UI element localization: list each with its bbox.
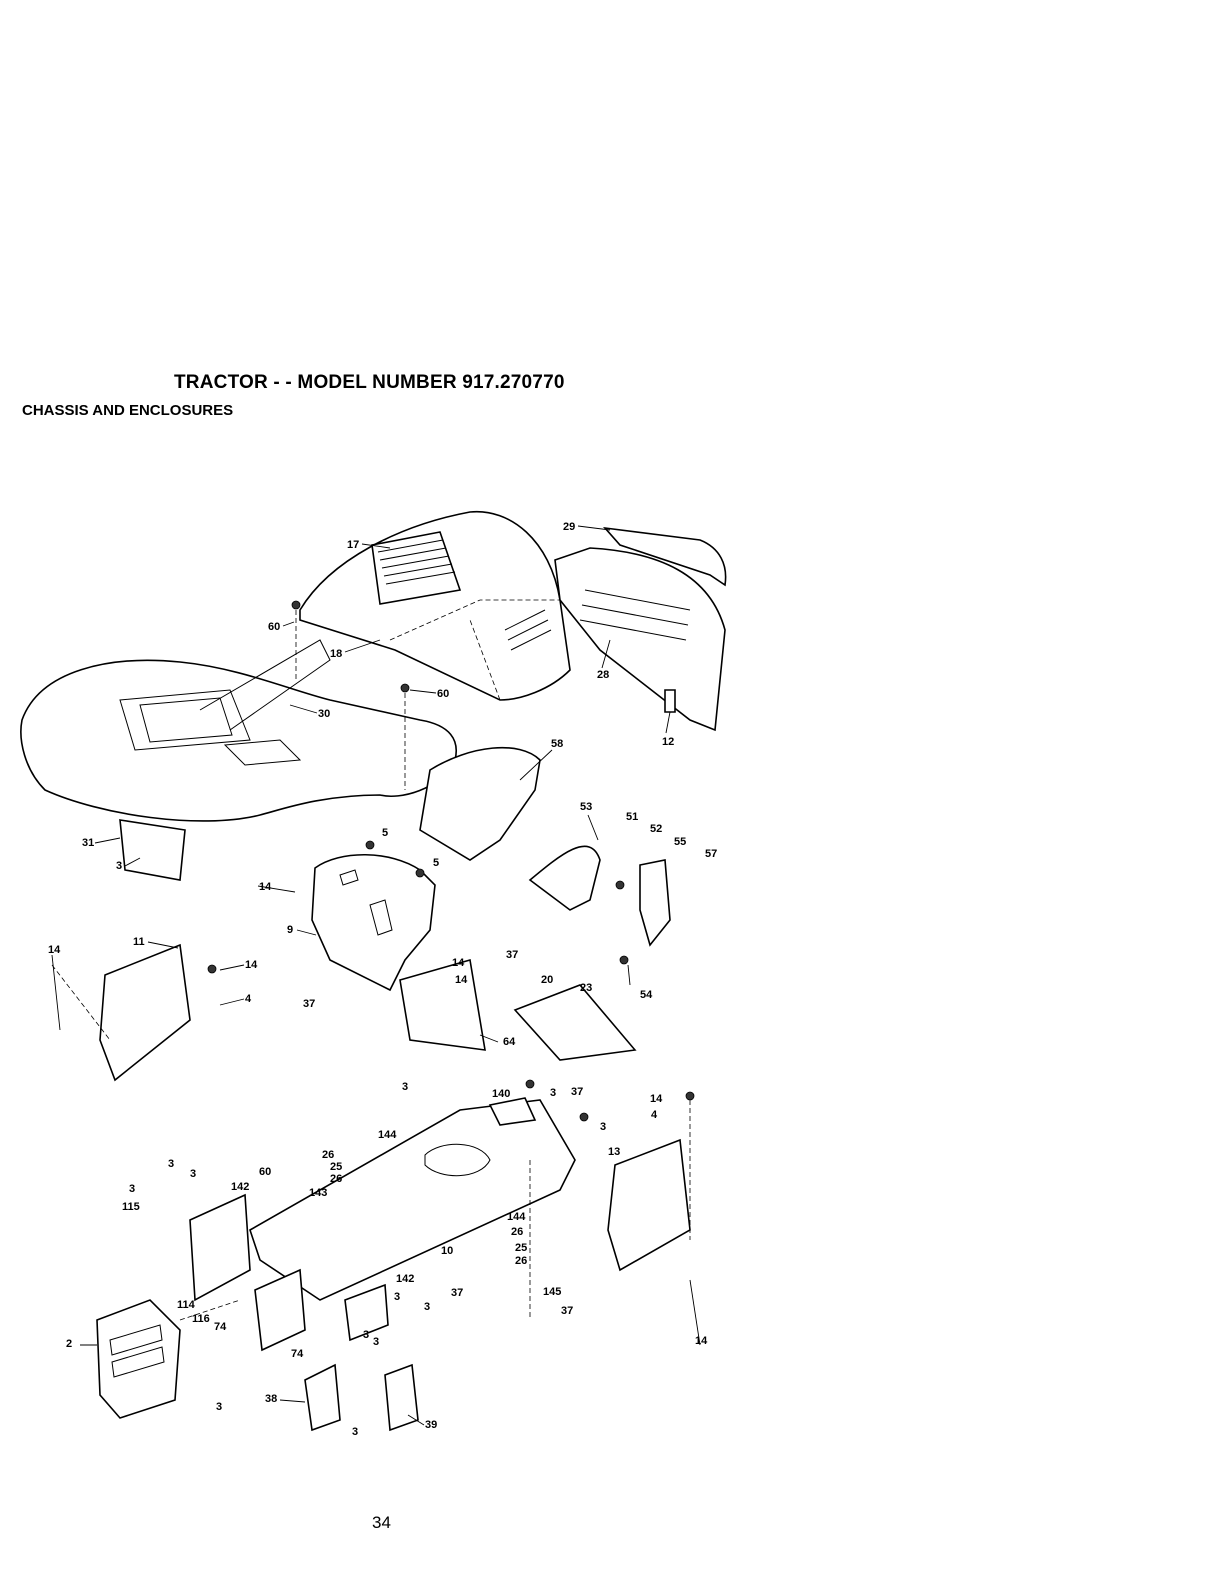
callout-label: 14 — [48, 944, 61, 956]
callout-label: 3 — [373, 1336, 379, 1348]
callout-label: 37 — [303, 998, 315, 1010]
callout-label: 17 — [347, 539, 359, 551]
callout-label: 145 — [543, 1286, 561, 1298]
callout-label: 143 — [309, 1187, 327, 1199]
callout-label: 5 — [433, 857, 439, 869]
bottom-brackets — [305, 1365, 418, 1430]
callout-label: 3 — [363, 1329, 369, 1341]
callout-label: 53 — [580, 801, 592, 813]
side-panel-left — [100, 945, 190, 1080]
callout-label: 3 — [168, 1158, 174, 1170]
callout-label: 26 — [515, 1255, 527, 1267]
callout-label: 37 — [571, 1086, 583, 1098]
callout-label: 51 — [626, 811, 638, 823]
callout-label: 18 — [330, 648, 342, 660]
callout-label: 4 — [245, 993, 252, 1005]
callout-label: 3 — [550, 1087, 556, 1099]
callout-label: 2 — [66, 1338, 72, 1350]
callout-label: 144 — [507, 1211, 526, 1223]
callout-label: 10 — [441, 1245, 453, 1257]
callout-label: 142 — [231, 1181, 249, 1193]
callout-label: 26 — [511, 1226, 523, 1238]
callout-label: 3 — [129, 1183, 135, 1195]
callout-label: 9 — [287, 924, 293, 936]
callout-label: 11 — [133, 936, 145, 948]
front-plate — [97, 1300, 180, 1418]
callout-label: 57 — [705, 848, 717, 860]
callout-label: 29 — [563, 521, 575, 533]
callout-label: 55 — [674, 836, 686, 848]
callout-label: 25 — [515, 1242, 527, 1254]
callout-label: 37 — [561, 1305, 573, 1317]
callout-label: 37 — [451, 1287, 463, 1299]
callout-label: 12 — [662, 736, 674, 748]
hood-assembly — [300, 512, 570, 700]
grille-assembly — [555, 528, 726, 730]
callout-label: 13 — [608, 1146, 620, 1158]
callout-label: 38 — [265, 1393, 277, 1405]
callout-label: 14 — [455, 974, 468, 986]
callout-label: 3 — [600, 1121, 606, 1133]
callout-label: 60 — [268, 621, 280, 633]
callout-label: 14 — [650, 1093, 663, 1105]
callout-label: 54 — [640, 989, 653, 1001]
callout-label: 5 — [382, 827, 388, 839]
callout-label: 23 — [580, 982, 592, 994]
callout-label: 3 — [402, 1081, 408, 1093]
callout-label: 114 — [177, 1299, 196, 1311]
side-panel-right — [608, 1140, 690, 1270]
callout-label: 30 — [318, 708, 330, 720]
callout-label: 28 — [597, 669, 609, 681]
callout-label: 31 — [82, 837, 94, 849]
heat-shield — [420, 748, 540, 860]
callout-label: 26 — [330, 1173, 342, 1185]
callout-label: 37 — [506, 949, 518, 961]
callout-label: 39 — [425, 1419, 437, 1431]
callout-label: 115 — [122, 1201, 140, 1213]
callout-label: 60 — [259, 1166, 271, 1178]
callout-label: 64 — [503, 1036, 516, 1048]
callout-label: 3 — [352, 1426, 358, 1438]
callout-label: 58 — [551, 738, 563, 750]
callout-label: 3 — [116, 860, 122, 872]
callout-label: 74 — [291, 1348, 304, 1360]
callout-label: 14 — [245, 959, 258, 971]
callout-label: 14 — [695, 1335, 708, 1347]
callout-label: 3 — [216, 1401, 222, 1413]
callout-label: 144 — [378, 1129, 397, 1141]
callout-label: 74 — [214, 1321, 227, 1333]
callout-label: 25 — [330, 1161, 342, 1173]
callout-label: 52 — [650, 823, 662, 835]
callout-label: 3 — [424, 1301, 430, 1313]
callout-label: 14 — [452, 957, 465, 969]
callout-label: 142 — [396, 1273, 414, 1285]
callout-label: 3 — [394, 1291, 400, 1303]
page-number: 34 — [372, 1513, 391, 1533]
callout-label: 116 — [192, 1313, 210, 1325]
callout-label: 3 — [190, 1168, 196, 1180]
fender-assembly — [21, 640, 456, 821]
callout-label: 4 — [651, 1109, 658, 1121]
callout-label: 140 — [492, 1088, 510, 1100]
callout-label: 20 — [541, 974, 553, 986]
callout-label: 60 — [437, 688, 449, 700]
callout-label: 26 — [322, 1149, 334, 1161]
